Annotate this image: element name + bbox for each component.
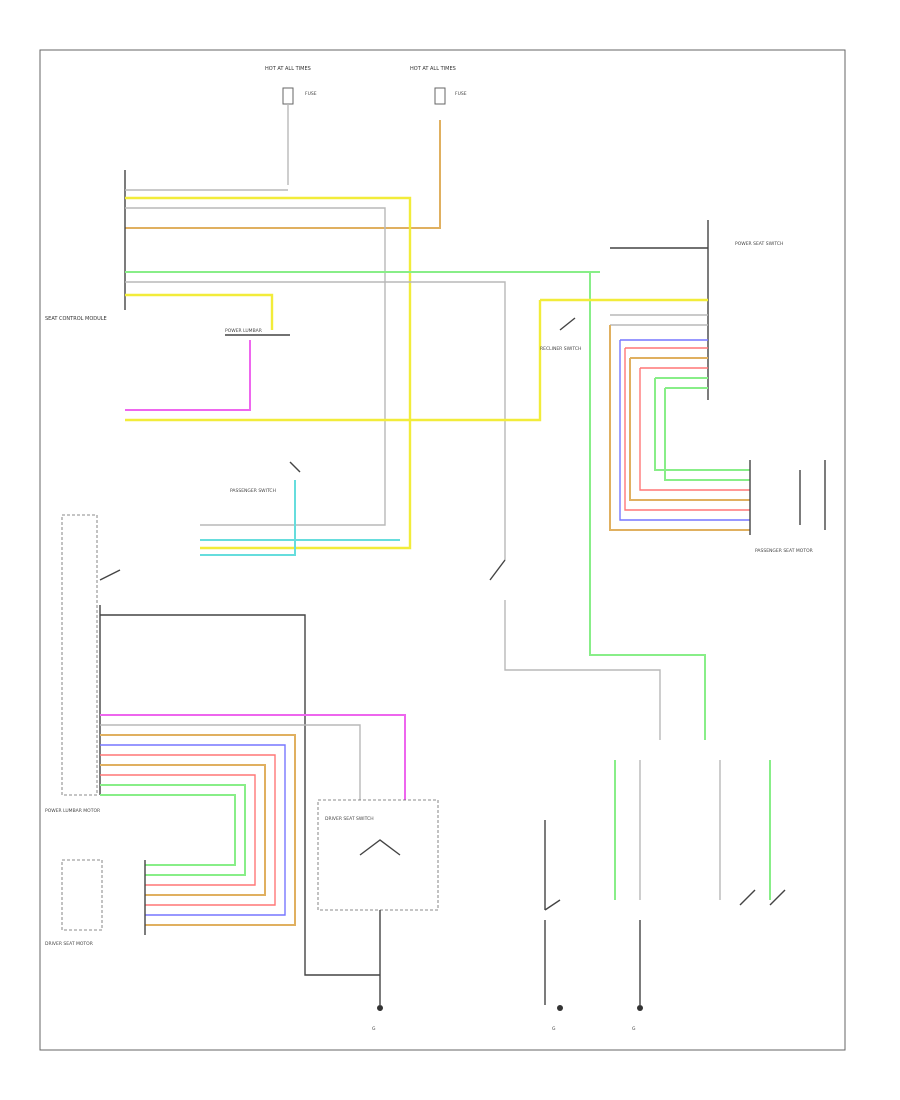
driver-seat-motor: DRIVER SEAT MOTOR bbox=[45, 859, 146, 947]
ground-2: G bbox=[552, 1005, 563, 1032]
passenger-seat-motor-label: PASSENGER SEAT MOTOR bbox=[755, 548, 813, 554]
fuse-block-left: HOT AT ALL TIMES FUSE bbox=[265, 66, 317, 105]
wire-pnk-upper bbox=[125, 340, 251, 411]
wire-cyn bbox=[200, 480, 296, 556]
wire-blk-ground bbox=[100, 614, 380, 976]
fuse-right-label: FUSE bbox=[455, 91, 467, 97]
driver-seat-motor-label: DRIVER SEAT MOTOR bbox=[45, 941, 93, 947]
ground-3: G bbox=[632, 1005, 643, 1032]
seat-control-module-label: SEAT CONTROL MODULE bbox=[45, 316, 107, 322]
power-seat-switch-connector: POWER SEAT SWITCH bbox=[610, 220, 783, 400]
power-lumbar-motor-label: POWER LUMBAR MOTOR bbox=[45, 808, 100, 814]
bottom-switches bbox=[544, 760, 786, 1005]
svg-text:G: G bbox=[632, 1026, 636, 1032]
fuse-left-label: FUSE bbox=[305, 91, 317, 97]
wire-yel-main bbox=[125, 196, 412, 550]
power-lumbar-motor-block: POWER LUMBAR MOTOR bbox=[45, 514, 121, 814]
svg-text:G: G bbox=[372, 1026, 376, 1032]
svg-text:G: G bbox=[552, 1026, 556, 1032]
diagram-frame bbox=[39, 49, 846, 1051]
power-seat-switch-label: POWER SEAT SWITCH bbox=[735, 241, 783, 247]
recliner-switch-label: RECLINER SWITCH bbox=[540, 346, 581, 352]
recliner-switch-upper: RECLINER SWITCH bbox=[540, 317, 581, 352]
hot-label-1: HOT AT ALL TIMES bbox=[265, 66, 311, 72]
wire-fuse-right-org bbox=[125, 120, 441, 229]
driver-seat-switch: DRIVER SEAT SWITCH bbox=[317, 799, 439, 1005]
driver-seat-switch-label: DRIVER SEAT SWITCH bbox=[325, 816, 374, 822]
passenger-seat-motor: PASSENGER SEAT MOTOR bbox=[749, 460, 826, 554]
wire-grn-long bbox=[125, 271, 706, 740]
seat-control-module: SEAT CONTROL MODULE bbox=[45, 170, 126, 322]
ground-1: G bbox=[372, 1005, 383, 1032]
hot-label-2: HOT AT ALL TIMES bbox=[410, 66, 456, 72]
fuse-block-right: HOT AT ALL TIMES FUSE bbox=[410, 66, 467, 105]
power-lumbar-label: POWER LUMBAR bbox=[225, 328, 262, 334]
passenger-switch-label: PASSENGER SWITCH bbox=[230, 488, 276, 494]
